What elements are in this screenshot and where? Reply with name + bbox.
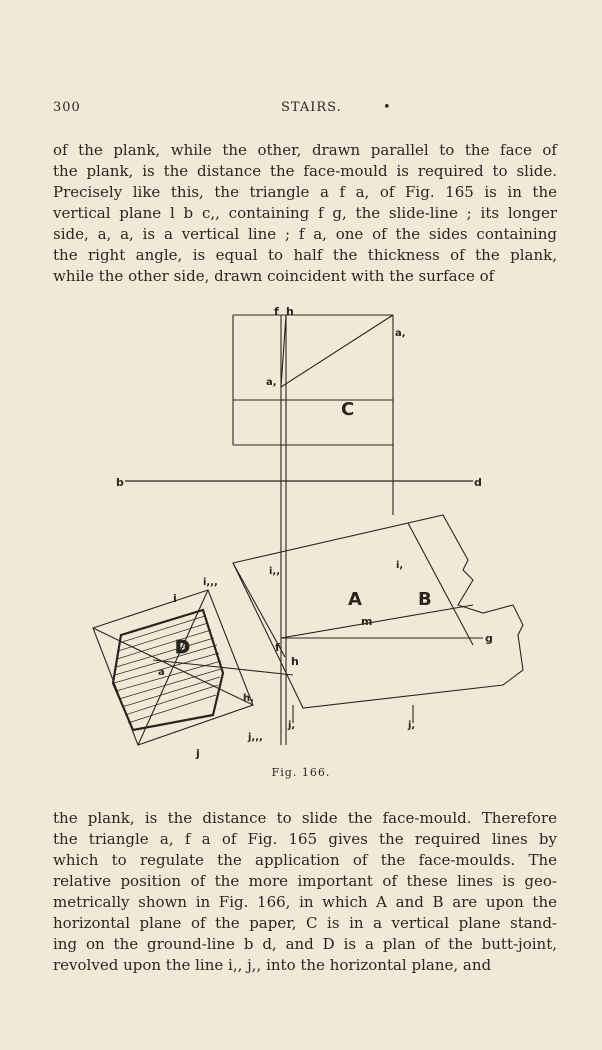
label-a-D: a [158, 667, 165, 678]
text-line: ing on the ground-line b d, and D is a p… [53, 935, 557, 953]
text-line: the plank, is the distance to slide the … [53, 809, 557, 827]
text-line: of the plank, while the other, drawn par… [53, 141, 557, 159]
page-number: 300 [53, 100, 81, 115]
label-i-ii: i,, [269, 566, 280, 577]
text-line: side, a, a, is a vertical line ; f a, on… [53, 225, 557, 243]
text-line: Precisely like this, the triangle a f a,… [53, 183, 557, 201]
label-a-sub: a, [395, 328, 406, 339]
text-line: the plank, is the distance the face-moul… [53, 162, 557, 180]
label-d: d [474, 476, 482, 489]
label-i: i [173, 592, 177, 605]
header-dot: • [383, 100, 392, 115]
text-line: relative position of the more important … [53, 872, 557, 890]
label-a-left: a, [266, 377, 277, 388]
label-B: B [418, 589, 432, 610]
label-g: g [485, 632, 493, 645]
text-line: horizontal plane of the paper, C is in a… [53, 914, 557, 932]
text-line: vertical plane l b c,, containing f g, t… [53, 204, 557, 222]
label-j-ii: j, [287, 720, 295, 731]
paragraph-top: of the plank, while the other, drawn par… [53, 140, 557, 287]
label-A: A [348, 589, 362, 610]
label-b: b [116, 476, 124, 489]
geometric-diagram: f h a, a, C b d i,,, i,, i, i A B m D g … [92, 305, 524, 760]
label-i-iii: i,,, [203, 577, 218, 588]
text-line: metrically shown in Fig. 166, in which A… [53, 893, 557, 911]
label-f-top: f [274, 305, 279, 318]
running-head: STAIRS. [281, 100, 342, 115]
label-i-i: i, [396, 560, 403, 571]
paragraph-bottom: the plank, is the distance to slide the … [53, 808, 557, 976]
text-line: the triangle a, f a of Fig. 165 gives th… [53, 830, 557, 848]
label-C: C [341, 399, 354, 420]
text-line: revolved upon the line i,, j,, into the … [53, 956, 492, 974]
text-line: while the other side, drawn coincident w… [53, 267, 495, 285]
figure-166: f h a, a, C b d i,,, i,, i, i A B m D g … [53, 305, 553, 770]
label-j: j [195, 747, 200, 760]
page-header: 300 STAIRS. • [53, 100, 553, 122]
label-j-iii: j,,, [247, 732, 263, 743]
label-h-top: h [286, 305, 294, 318]
label-m: m [361, 615, 372, 628]
text-line: which to regulate the application of the… [53, 851, 557, 869]
label-D: D [175, 637, 190, 658]
figure-caption: Fig. 166. [271, 766, 331, 779]
label-h-mid: h [291, 655, 299, 668]
label-f-mid: f [275, 641, 280, 654]
label-j-i: j, [407, 720, 415, 731]
text-line: the right angle, is equal to half the th… [53, 246, 557, 264]
label-h-sub: h, [243, 693, 254, 704]
